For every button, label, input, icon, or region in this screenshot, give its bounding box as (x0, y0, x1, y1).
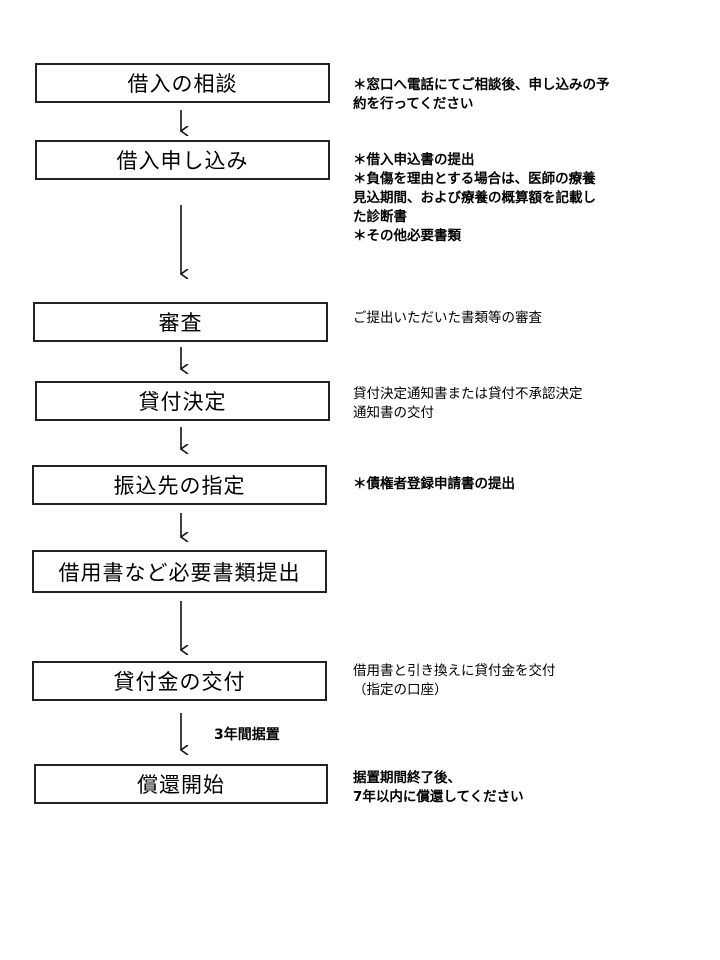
note-consultation: ＊窓口へ電話にてご相談後、申し込みの予 約を行ってください (353, 76, 610, 114)
step-loan-decision: 貸付決定 (35, 381, 330, 421)
note-line: 約を行ってください (353, 96, 474, 112)
step-document-submission: 借用書など必要書類提出 (32, 550, 327, 593)
note-delivery: 借用書と引き換えに貸付金を交付 （指定の口座） (353, 662, 556, 700)
note-line: 通知書の交付 (353, 405, 434, 421)
note-line: ＊負傷を理由とする場合は、医師の療養 (353, 171, 596, 187)
step-label: 振込先の指定 (113, 474, 246, 498)
note-repayment: 据置期間終了後、 7年以内に償還してください (353, 769, 524, 807)
note-transfer: ＊債権者登録申請書の提出 (353, 475, 515, 494)
note-decision: 貸付決定通知書または貸付不承認決定 通知書の交付 (353, 385, 583, 423)
note-line: 借用書と引き換えに貸付金を交付 (353, 663, 556, 679)
note-line: ＊その他必要書類 (353, 228, 461, 244)
note-application: ＊借入申込書の提出 ＊負傷を理由とする場合は、医師の療養 見込期間、および療養の… (353, 151, 596, 246)
step-label: 償還開始 (137, 773, 225, 797)
step-application: 借入申し込み (35, 140, 330, 180)
note-review: ご提出いただいた書類等の審査 (353, 309, 542, 328)
step-loan-delivery: 貸付金の交付 (32, 661, 327, 701)
step-label: 借入の相談 (127, 72, 238, 96)
step-label: 貸付金の交付 (113, 670, 246, 694)
step-label: 借用書など必要書類提出 (58, 560, 301, 585)
note-line: 貸付決定通知書または貸付不承認決定 (353, 386, 583, 402)
deferral-label: 3年間据置 (214, 727, 280, 743)
note-line: （指定の口座） (353, 682, 448, 698)
note-line: 7年以内に償還してください (353, 789, 524, 805)
step-consultation: 借入の相談 (35, 63, 330, 103)
note-line: た診断書 (353, 209, 407, 225)
note-line: ＊窓口へ電話にてご相談後、申し込みの予 (353, 77, 610, 93)
step-review: 審査 (33, 302, 328, 342)
step-label: 審査 (158, 311, 203, 335)
step-transfer-destination: 振込先の指定 (32, 465, 327, 505)
step-label: 借入申し込み (116, 149, 249, 173)
step-repayment-start: 償還開始 (34, 764, 328, 804)
note-line: 据置期間終了後、 (353, 770, 461, 786)
step-label: 貸付決定 (138, 390, 227, 414)
note-line: ＊借入申込書の提出 (353, 152, 475, 168)
note-line: 見込期間、および療養の概算額を記載し (353, 190, 596, 206)
note-line: ご提出いただいた書類等の審査 (353, 310, 542, 326)
note-line: ＊債権者登録申請書の提出 (353, 476, 515, 492)
